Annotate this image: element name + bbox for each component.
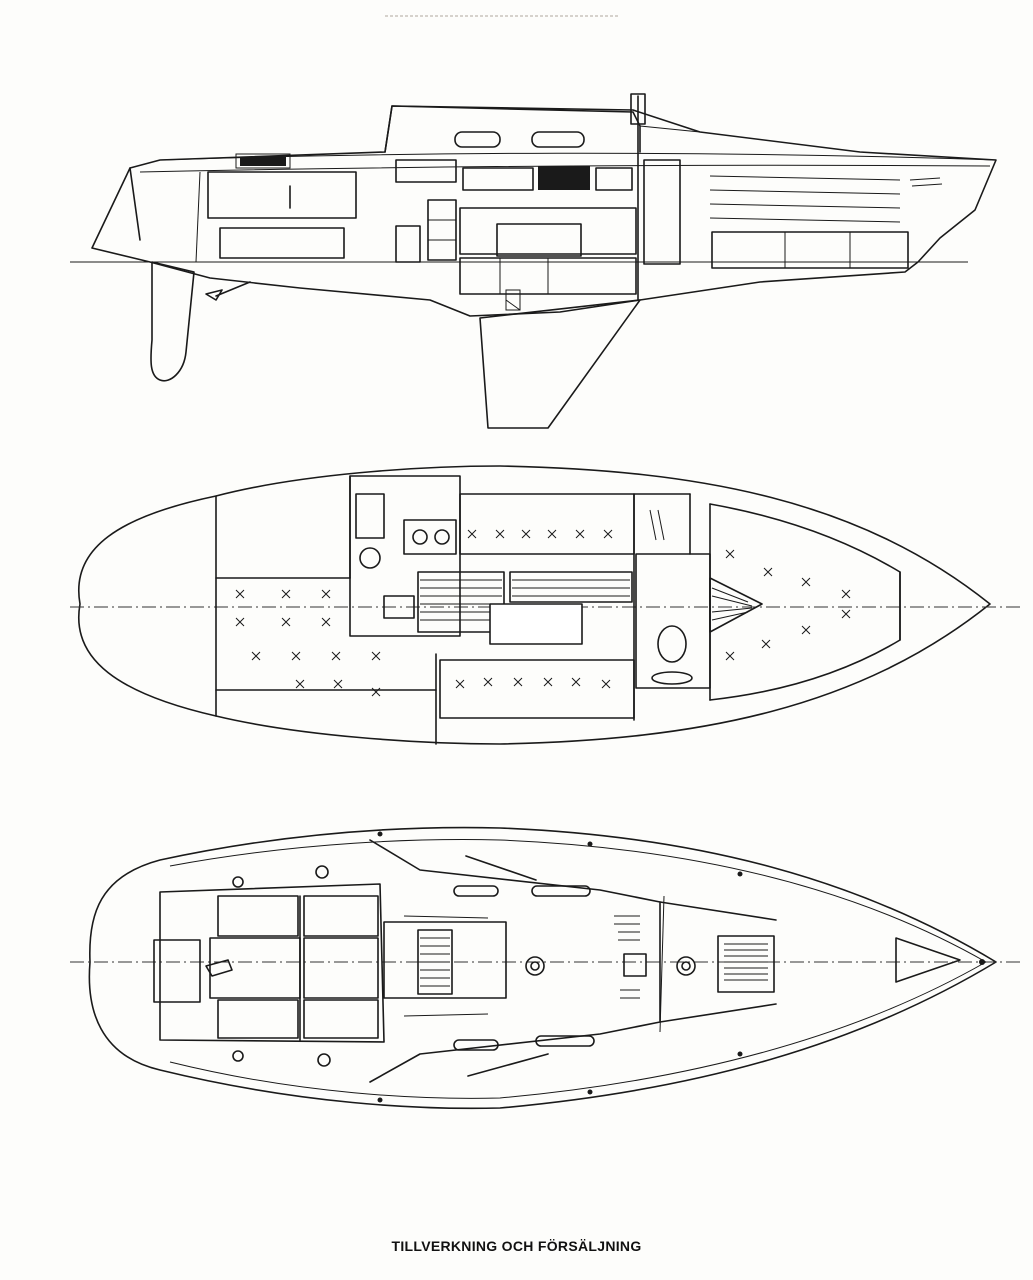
- deck-plan-view: [70, 826, 1020, 1110]
- deck-portlight-3: [453, 1039, 499, 1051]
- saloon-cushions: [455, 529, 613, 689]
- saloon-settee-stbd: [439, 659, 635, 719]
- saloon-table: [496, 223, 582, 257]
- head-compartment: [635, 553, 711, 689]
- winch-aft-stbd: [232, 1050, 244, 1062]
- galley-sink: [359, 547, 381, 569]
- galley-stove-top: [403, 519, 457, 555]
- deck-portlight-2: [531, 885, 591, 897]
- quarter-berth: [219, 227, 345, 259]
- deck-portlight-1: [453, 885, 499, 897]
- tiller-head: [205, 959, 233, 977]
- shroud-stbd: [467, 1053, 549, 1077]
- galley-locker: [395, 159, 457, 183]
- head-toilet: [657, 625, 687, 663]
- portlight-aft: [454, 131, 501, 148]
- cockpit-seat-1: [217, 895, 299, 937]
- cockpit: [159, 883, 385, 1043]
- toe-rail: [169, 839, 988, 1099]
- saloon-settee: [459, 207, 637, 255]
- mast-base: [623, 953, 647, 977]
- shroud-port: [465, 855, 537, 881]
- saloon-settee-port: [459, 493, 635, 555]
- bow-fitting: [979, 959, 985, 965]
- saloon-floor-fwd: [509, 571, 633, 603]
- fin-keel: [479, 299, 641, 429]
- sheer-line: [159, 152, 997, 161]
- quarter-berth-cushions: [235, 589, 381, 697]
- v-berth-cushions: [725, 549, 851, 661]
- galley-drawers: [427, 199, 457, 261]
- ventilator-aft: [525, 956, 545, 976]
- saloon-shelf: [538, 166, 590, 190]
- side-profile-view: [70, 93, 997, 429]
- companionway-hatch: [417, 929, 453, 995]
- portlight-fwd: [531, 131, 585, 148]
- fore-hatch: [717, 935, 775, 993]
- hull-profile: [91, 105, 997, 317]
- stanchions: [377, 831, 743, 1103]
- v-berth: [709, 503, 901, 701]
- deck-outline: [88, 826, 997, 1110]
- footer-caption: TILLVERKNING OCH FÖRSÄLJNING: [391, 1238, 642, 1254]
- winch-aft-port: [232, 876, 244, 888]
- coachroof-plan: [369, 839, 661, 1083]
- v-berth-filler: [709, 577, 763, 633]
- saloon-table: [489, 603, 583, 645]
- transom-seat: [153, 939, 201, 1003]
- accommodation-plan-view: [70, 465, 1020, 745]
- winch-port: [315, 865, 329, 879]
- hull-plan-outline: [77, 465, 991, 745]
- rudder: [150, 261, 195, 382]
- cockpit-hatch: [240, 157, 286, 166]
- deck-portlight-4: [535, 1035, 595, 1047]
- galley-stove: [395, 225, 421, 263]
- saloon-locker-1: [462, 167, 534, 191]
- saloon-locker-2: [595, 167, 633, 191]
- ventilator-fwd: [676, 956, 696, 976]
- cockpit-sole: [209, 937, 301, 999]
- cockpit-seat-2: [303, 895, 379, 937]
- galley: [349, 475, 461, 637]
- winch-stbd: [317, 1053, 331, 1067]
- cockpit-seat-locker: [207, 171, 357, 219]
- coachroof: [384, 105, 641, 153]
- head-door: [643, 159, 681, 265]
- saloon-floor-aft: [417, 571, 505, 633]
- anchor-locker: [895, 937, 961, 983]
- companionway: [383, 921, 507, 999]
- v-berth-base: [711, 231, 909, 269]
- galley-icebox: [355, 493, 385, 539]
